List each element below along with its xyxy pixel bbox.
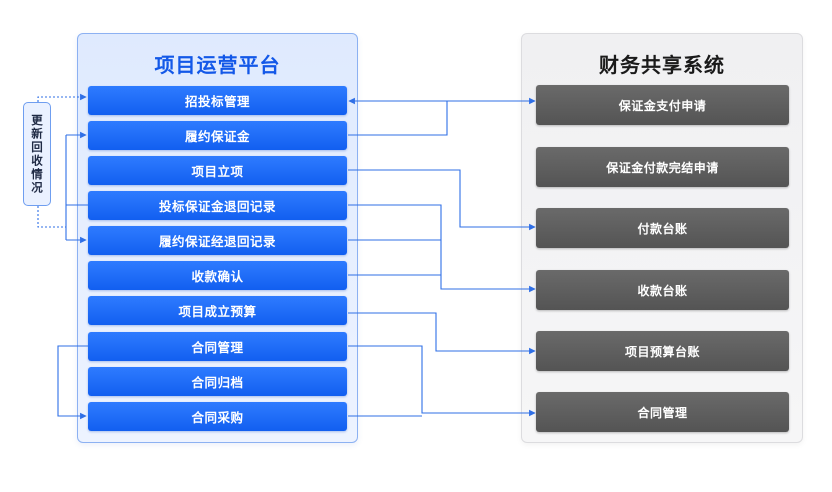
item-project-approval: 项目立项 [88,156,347,185]
item-contract-procurement: 合同采购 [88,402,347,431]
item-performance-deposit: 履约保证金 [88,121,347,150]
item-bid-deposit-refund-record: 投标保证金退回记录 [88,191,347,220]
finance-panel-title: 财务共享系统 [599,53,725,77]
sys-payment-ledger: 付款台账 [536,208,789,248]
update-recovery-note-label: 更新回收情况 [30,113,44,195]
item-contract-management: 合同管理 [88,332,347,361]
item-contract-archive: 合同归档 [88,367,347,396]
sys-deposit-payment-request: 保证金支付申请 [536,85,789,125]
sys-receipt-ledger: 收款台账 [536,270,789,310]
item-project-budget: 项目成立预算 [88,296,347,325]
item-bidding-management: 招投标管理 [88,86,347,115]
link-bid-refund-to-receipt-ledger [348,204,536,293]
platform-panel-title: 项目运营平台 [154,53,281,77]
update-recovery-note: 更新回收情况 [23,102,51,206]
link-project-budget-to-budget-ledger [348,312,536,355]
sys-project-budget-ledger: 项目预算台账 [536,331,789,371]
link-contract-management-to-finance-contract [348,345,536,417]
link-note-to-refund-record [37,206,66,228]
sys-deposit-payment-completion-request: 保证金付款完结申请 [536,147,789,187]
item-receipt-confirmation: 收款确认 [88,261,347,290]
link-performance-deposit-to-deposit-payment [348,101,448,136]
item-performance-deposit-refund-record: 履约保证经退回记录 [88,226,347,255]
link-project-approval-to-payment-ledger [348,169,536,231]
sys-contract-management: 合同管理 [536,392,789,432]
